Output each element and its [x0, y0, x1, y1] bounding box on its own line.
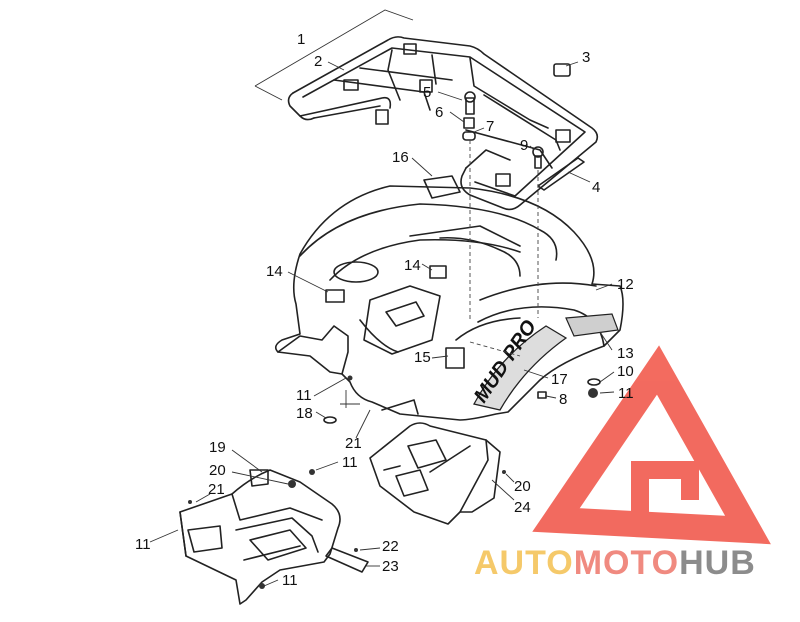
callout-14-center: 14: [404, 257, 421, 274]
callout-16: 16: [392, 149, 409, 166]
callout-20-right: 20: [514, 478, 531, 495]
watermark-moto: MOTO: [574, 544, 679, 582]
step-plate: [325, 547, 369, 573]
callout-10: 10: [617, 363, 634, 380]
rear-rack: [254, 9, 599, 211]
callout-6: 6: [435, 104, 443, 121]
watermark-hub: HUB: [679, 544, 756, 582]
callout-1: 1: [297, 31, 305, 48]
callout-19: 19: [209, 439, 226, 456]
callout-20-left: 20: [209, 462, 226, 479]
callout-11-right: 11: [618, 385, 634, 402]
callout-14-left: 14: [266, 263, 283, 280]
callout-11-left: 11: [135, 536, 151, 553]
small-decals: [325, 175, 465, 369]
callout-21-center: 21: [345, 435, 362, 452]
callout-labels: 1 2 3 4 5 6 7 8 9 10 11 11 11 11 11 12 1…: [135, 31, 634, 589]
automotohub-watermark: [532, 345, 771, 545]
callout-2: 2: [314, 53, 322, 70]
assembly-lines: [340, 140, 539, 408]
rear-fender: [274, 185, 624, 421]
callout-3: 3: [582, 49, 590, 66]
callout-12: 12: [617, 276, 634, 293]
callout-5: 5: [423, 84, 431, 101]
watermark-text: AUTOMOTOHUB: [474, 544, 756, 582]
right-footwell: [369, 422, 501, 525]
callout-7: 7: [486, 118, 494, 135]
callout-11-fender: 11: [296, 387, 312, 404]
callout-18: 18: [296, 405, 313, 422]
left-footwell: [179, 469, 341, 605]
rack-hardware: [462, 63, 571, 169]
callout-22: 22: [382, 538, 399, 555]
callout-21-left: 21: [208, 481, 225, 498]
callout-13: 13: [617, 345, 634, 362]
callout-11-center: 11: [342, 454, 358, 471]
callout-17: 17: [551, 371, 568, 388]
callout-4: 4: [592, 179, 600, 196]
callout-8: 8: [559, 391, 567, 408]
watermark-auto: AUTO: [474, 544, 574, 582]
watermark-triangle-logo: [532, 345, 771, 545]
callout-9: 9: [520, 137, 528, 154]
callout-15: 15: [414, 349, 431, 366]
callout-11-bottom: 11: [282, 572, 298, 589]
callout-23: 23: [382, 558, 399, 575]
leader-lines: [149, 61, 615, 587]
callout-24: 24: [514, 499, 531, 516]
